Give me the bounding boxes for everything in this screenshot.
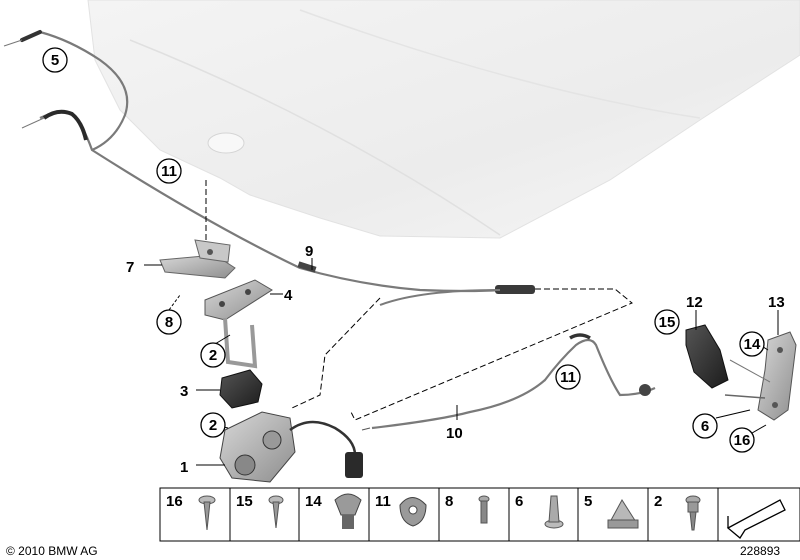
legend-label-6: 6 — [515, 493, 523, 510]
striker-bracket-4 — [204, 279, 273, 369]
hood-latch-bracket-7 — [159, 239, 236, 279]
bracket-13 — [724, 331, 797, 421]
screw-15-icon — [268, 495, 284, 529]
bowden-cable-5 — [3, 30, 129, 152]
callout-11-upper: 11 — [161, 163, 177, 180]
callout-2-lower: 2 — [209, 417, 217, 434]
legend-label-15: 15 — [236, 493, 253, 510]
clip-14-icon — [334, 493, 362, 529]
bowden-cable-10 — [361, 333, 656, 431]
legend-label-8: 8 — [445, 493, 453, 510]
callout-11-lower: 11 — [560, 369, 576, 386]
bolt-2-icon — [685, 495, 701, 531]
legend-label-5: 5 — [584, 493, 592, 510]
callout-2-upper: 2 — [209, 347, 217, 364]
legend-label-2: 2 — [654, 493, 662, 510]
callout-16: 16 — [734, 432, 751, 449]
routing-dashed-lines — [205, 180, 633, 421]
callout-15: 15 — [659, 314, 676, 331]
diagram-number: 228893 — [740, 544, 780, 558]
callout-8: 8 — [165, 314, 173, 331]
callout-13: 13 — [768, 294, 785, 311]
callout-9: 9 — [305, 243, 313, 260]
hood-lock-1 — [219, 411, 363, 483]
callout-4: 4 — [284, 287, 293, 304]
legend-label-16: 16 — [166, 493, 183, 510]
leader-lines — [144, 258, 779, 466]
hood-panel — [87, 0, 800, 239]
expanding-rivet-6-icon — [544, 495, 564, 529]
latch-part-3 — [219, 369, 263, 409]
legend-label-11: 11 — [375, 493, 391, 510]
callout-14: 14 — [744, 336, 761, 353]
clip-5-icon — [607, 499, 639, 529]
circled-callouts — [42, 47, 765, 453]
bowden-cable-9 — [21, 109, 535, 306]
screw-16-icon — [198, 495, 216, 531]
callout-7: 7 — [126, 259, 134, 276]
circled-callout-text: 5 11 8 2 2 11 15 14 6 16 — [51, 52, 761, 449]
callout-12: 12 — [686, 294, 703, 311]
callout-3: 3 — [180, 383, 188, 400]
callout-5: 5 — [51, 52, 59, 69]
callout-6: 6 — [701, 418, 709, 435]
clip-11-icon — [399, 497, 427, 527]
release-handle-12 — [685, 324, 729, 389]
callout-10: 10 — [446, 425, 463, 442]
parts-legend: 16 15 14 11 8 6 5 2 — [159, 487, 800, 542]
callout-1: 1 — [180, 459, 188, 476]
callout-labels: 1 3 4 7 9 10 12 13 — [126, 243, 785, 476]
arrow-icon — [726, 499, 786, 539]
rivet-8-icon — [478, 495, 490, 524]
copyright-text: © 2010 BMW AG — [6, 544, 98, 558]
legend-label-14: 14 — [305, 493, 322, 510]
